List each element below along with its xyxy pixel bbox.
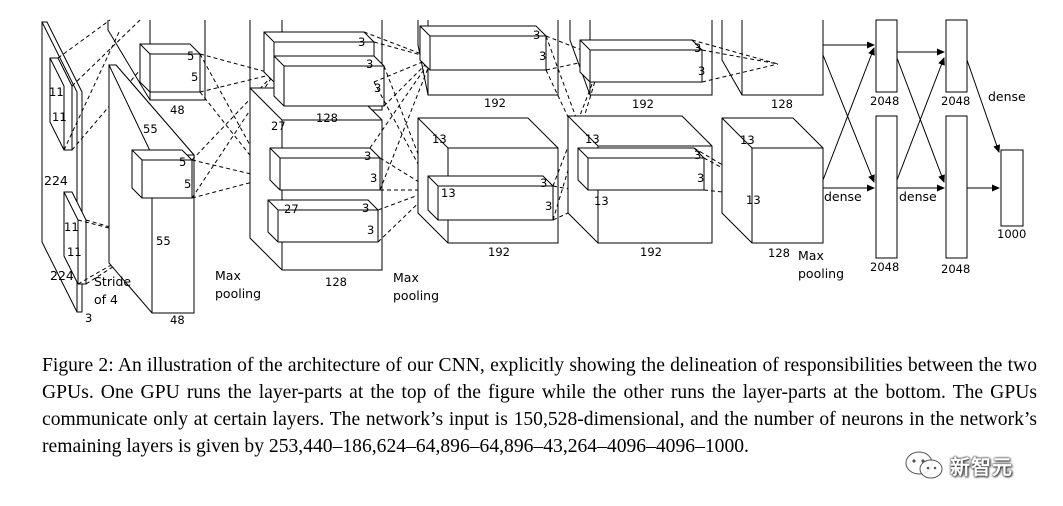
conv1-size-label-top: 55 [143, 122, 158, 136]
pool3-label-line1: Max [798, 248, 824, 263]
conv5-bottom-volume [721, 117, 824, 244]
kernel-11-label-d: 11 [67, 245, 82, 259]
conv4-kernel-label-2: 3 [698, 64, 705, 78]
figure-caption-text: An illustration of the architecture of o… [42, 355, 1038, 457]
conv2-projections [363, 31, 433, 243]
dense-label-1: dense [824, 189, 862, 204]
conv4-bottom-kernel [577, 147, 705, 191]
fc1-bottom-bar [875, 115, 898, 259]
conv2-kernel-label-3: 3 [374, 81, 381, 95]
conv4-kernel-label-1: 3 [694, 41, 701, 55]
conv3-depth-label-top: 192 [484, 96, 506, 110]
conv2-kernel-label-2: 3 [366, 57, 373, 71]
pool1-label-line2: pooling [215, 286, 261, 301]
connection-arrows [822, 41, 1001, 192]
conv3-kernel-label-1: 3 [533, 28, 540, 42]
conv1-depth-label-bottom: 48 [170, 313, 185, 327]
figure-caption: Figure 2: An illustration of the archite… [42, 352, 1037, 460]
conv2-depth-label-bottom: 128 [325, 275, 347, 289]
conv2-size-label-bottom: 27 [284, 202, 299, 216]
conv4-size-label-a: 13 [585, 132, 600, 146]
output-label: 1000 [997, 227, 1026, 241]
kernel-11-label-c: 11 [64, 220, 79, 234]
conv2-depth-label-top: 128 [316, 111, 338, 125]
conv3-depth-label-bottom: 192 [488, 245, 510, 259]
watermark-text: 新智元 [950, 454, 1013, 479]
watermark: 新智元 [904, 448, 1024, 482]
conv3-top-kernel [419, 25, 547, 71]
conv4-size-label-b: 13 [594, 194, 609, 208]
fc2-bottom-bar [945, 115, 968, 259]
wechat-icon [905, 451, 943, 479]
conv4-kernel-label-3: 3 [694, 148, 701, 162]
pool3-label-line2: pooling [798, 266, 844, 281]
dense-label-2: dense [899, 189, 937, 204]
conv4-depth-label-bottom: 192 [640, 245, 662, 259]
input-height-label: 224 [44, 173, 68, 188]
stride-label-line2: of 4 [94, 292, 118, 307]
conv2-kernel-label-7: 3 [367, 223, 374, 237]
figure-caption-label: Figure 2: [42, 355, 114, 376]
conv2-kernel-label-6: 3 [362, 201, 369, 215]
fc2-top-bar [945, 19, 968, 93]
fc1-top-bar [875, 19, 898, 93]
conv5-size-label-a: 13 [740, 133, 755, 147]
input-depth-label: 3 [85, 311, 92, 325]
pool1-label-line1: Max [215, 268, 241, 283]
conv4-top-kernel [579, 39, 703, 83]
conv1-kernel-label-c: 5 [179, 155, 186, 169]
fc2-bottom-label: 2048 [941, 262, 970, 276]
conv4-depth-label-top: 192 [632, 97, 654, 111]
conv1-kernel-bottom [131, 149, 193, 199]
conv2-kernels-top [263, 31, 385, 107]
conv5-depth-label-top: 128 [771, 97, 793, 111]
conv2-kernel-label-1: 3 [358, 35, 365, 49]
conv5-size-label-b: 13 [746, 193, 761, 207]
fc2-top-label: 2048 [941, 94, 970, 108]
output-bar [1000, 149, 1024, 227]
conv5-depth-label-bottom: 128 [768, 246, 790, 260]
pool2-label-line2: pooling [393, 288, 439, 303]
pool2-label-line1: Max [393, 270, 419, 285]
conv1-kernel-label-b: 5 [191, 70, 198, 84]
conv1-kernel-label-a: 5 [187, 49, 194, 63]
conv3-size-label-b: 13 [441, 186, 456, 200]
conv1-size-label-bottom: 55 [156, 234, 171, 248]
input-kernel-top [49, 57, 73, 151]
dense-label-3: dense [988, 89, 1026, 104]
conv3-kernel-label-4: 3 [545, 199, 552, 213]
conv3-kernel-label-2: 3 [539, 49, 546, 63]
conv3-kernel-label-3: 3 [540, 176, 547, 190]
fc1-bottom-label: 2048 [870, 260, 899, 274]
conv1-kernel-label-d: 5 [184, 177, 191, 191]
fc1-top-label: 2048 [870, 94, 899, 108]
conv1-depth-label-top: 48 [170, 103, 185, 117]
stride-label-line1: Stride [94, 274, 131, 289]
conv4-kernel-label-4: 3 [697, 171, 704, 185]
kernel-11-label-b: 11 [52, 110, 67, 124]
conv3-size-label-a: 13 [432, 132, 447, 146]
kernel-11-label-a: 11 [49, 85, 64, 99]
conv2-kernel-label-5: 3 [370, 171, 377, 185]
input-width-label: 224 [50, 268, 74, 283]
conv2-kernel-label-4: 3 [364, 149, 371, 163]
conv2-size-label-top: 27 [271, 119, 286, 133]
conv5-top-volume [721, 20, 824, 96]
cnn-architecture-diagram: 224 224 3 11 11 11 11 Stride of 4 55 55 … [41, 19, 1026, 327]
